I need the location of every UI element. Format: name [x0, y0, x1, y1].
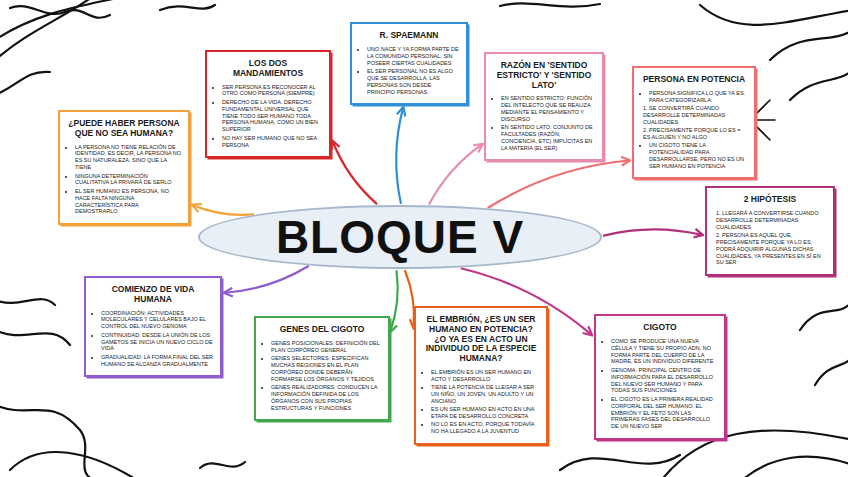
bullet-item: 2. PRECISAMENTE PORQUE LO ES = ES ALGUIE…	[643, 127, 748, 141]
bullet-list: SER PERSONA ES RECONOCER AL OTRO COMO PE…	[213, 84, 323, 149]
bullet-list: GENES POSICIONALES: DEFINICIÓN DEL PLAN …	[262, 340, 382, 412]
box-heading: RAZÓN EN 'SENTIDO ESTRICTO' Y 'SENTIDO L…	[492, 61, 596, 90]
topic-box: ¿PUEDE HABER PERSONA QUE NO SEA HUMANA? L…	[58, 110, 190, 225]
box-heading: COMIENZO DE VIDA HUMANA	[92, 285, 214, 305]
bullet-item: NO LO ES EN ACTO, PORQUE TODAVÍA NO HA L…	[431, 421, 540, 435]
bullet-list: EL EMBRIÓN ES UN SER HUMANO EN ACTO Y DE…	[422, 369, 540, 435]
bullet-list: COMO SE PRODUCE UNA NUEVA CÉLULA Y TIENE…	[602, 338, 718, 430]
connector-arrow	[429, 144, 482, 203]
bullet-item: PERSONA SIGNIFICA LO QUE YA ES. PARA CAT…	[649, 90, 748, 104]
central-ellipse: BLOQUE V	[198, 205, 602, 269]
box-heading: R. SPAEMANN	[358, 31, 460, 41]
bullet-item: EN SENTIDO ESTRICTO: FUNCIÓN DEL INTELEC…	[501, 95, 596, 123]
bullet-item: DERECHO DE LA VIDA: DERECHO FUNDAMENTAL …	[222, 99, 323, 133]
bullet-item: 2. PERSONA ES AQUEL QUE, PRECISAMENTE PO…	[716, 232, 827, 266]
bullet-item: TIENE LA POTENCIA DE LLEGAR A SER UN NIÑ…	[431, 384, 540, 405]
bullet-list: PERSONA SIGNIFICA LO QUE YA ES. PARA CAT…	[640, 90, 748, 170]
bullet-item: ES UN SER HUMANO EN ACTO EN UNA ETAPA DE…	[431, 406, 540, 420]
bullet-list: EN SENTIDO ESTRICTO: FUNCIÓN DEL INTELEC…	[492, 95, 596, 152]
connector-arrow	[396, 108, 403, 203]
connector-arrow	[390, 271, 397, 331]
connector-arrow	[225, 266, 308, 293]
box-heading: LOS DOS MANDAMIENTOS	[213, 59, 323, 79]
bullet-item: EL CIGOTO ES LA PRIMERA REALIDAD CORPORA…	[611, 396, 718, 430]
box-heading: PERSONA EN POTENCIA	[640, 75, 748, 85]
bullet-item: COORDINACIÓN: ACTIVIDADES MOLECULARES Y …	[101, 310, 214, 331]
topic-box: 2 HIPÓTESIS 1. LLEGARÁ A CONVERTIRSE CUAN…	[705, 186, 835, 276]
box-heading: 2 HIPÓTESIS	[713, 195, 827, 205]
box-heading: ¿PUEDE HABER PERSONA QUE NO SEA HUMANA?	[66, 119, 182, 139]
connector-arrow	[488, 160, 629, 207]
bullet-item: EL EMBRIÓN ES UN SER HUMANO EN ACTO Y DE…	[431, 369, 540, 383]
topic-box: PERSONA EN POTENCIA PERSONA SIGNIFICA LO …	[632, 66, 756, 179]
bullet-item: 1. SE CONVERTIRÁ CUANDO DESARROLLE DETER…	[643, 105, 748, 126]
bullet-item: GENES SELECTORES: ESPECIFICAN MUCHAS REG…	[271, 355, 382, 383]
bullet-item: EL SER HUMANO ES PERSONA, NO HACE FALTA …	[75, 188, 182, 216]
bullet-item: NINGUNA DETERMINACIÓN CUALITATIVA LA PRI…	[75, 173, 182, 187]
bullet-item: LA PERSONA NO TIENE RELACIÓN DE IDENTIDA…	[75, 144, 182, 172]
box-heading: EL EMBRIÓN, ¿ES UN SER HUMANO EN POTENCI…	[422, 315, 540, 364]
bullet-item: GENOMA: PRINCIPAL CENTRO DE INFORMACIÓN …	[611, 367, 718, 395]
bullet-item: UNO NACE Y YA FORMA PARTE DE LA COMUNIDA…	[367, 46, 460, 67]
bullet-item: GENES REALIZADORES: CONDUCEN LA INFORMAC…	[271, 384, 382, 412]
bullet-list: UNO NACE Y YA FORMA PARTE DE LA COMUNIDA…	[358, 46, 460, 96]
box-heading: CIGOTO	[602, 323, 718, 333]
bullet-item: EN SENTIDO LATO: CONJUNTO DE FACULTADES …	[501, 124, 596, 152]
bullet-list: LA PERSONA NO TIENE RELACIÓN DE IDENTIDA…	[66, 144, 182, 216]
bullet-list: 1. LLEGARÁ A CONVERTIRSE CUANDO DESARROL…	[713, 210, 827, 267]
bullet-list: COORDINACIÓN: ACTIVIDADES MOLECULARES Y …	[92, 310, 214, 368]
topic-box: EL EMBRIÓN, ¿ES UN SER HUMANO EN POTENCI…	[414, 306, 548, 445]
connector-arrow	[604, 229, 702, 235]
central-title: BLOQUE V	[276, 210, 524, 264]
topic-box: RAZÓN EN 'SENTIDO ESTRICTO' Y 'SENTIDO L…	[484, 52, 604, 161]
topic-box: COMIENZO DE VIDA HUMANA COORDINACIÓN: ACT…	[84, 276, 222, 377]
bullet-item: COMO SE PRODUCE UNA NUEVA CÉLULA Y TIENE…	[611, 338, 718, 366]
bullet-item: SER PERSONA ES RECONOCER AL OTRO COMO PE…	[222, 84, 323, 98]
bullet-item: UN CIGOTO TIENE LA POTENCIALIDAD PARA DE…	[649, 142, 748, 170]
connector-arrow	[405, 271, 414, 327]
connector-arrow	[333, 141, 377, 203]
bullet-item: NO HAY SER HUMANO QUE NO SEA PERSONA	[222, 135, 323, 149]
bullet-item: CONTINUIDAD: DESDE LA UNIÓN DE LOS GAMET…	[101, 332, 214, 353]
topic-box: CIGOTO COMO SE PRODUCE UNA NUEVA CÉLULA Y…	[594, 314, 726, 440]
connector-arrow	[193, 205, 253, 215]
topic-box: GENES DEL CIGOTO GENES POSICIONALES: DEFI…	[254, 316, 390, 421]
bullet-item: EL SER PERSONAL NO ES ALGO QUE SE DESARR…	[367, 68, 460, 96]
box-heading: GENES DEL CIGOTO	[262, 325, 382, 335]
topic-box: LOS DOS MANDAMIENTOS SER PERSONA ES RECON…	[205, 50, 331, 158]
bullet-item: 1. LLEGARÁ A CONVERTIRSE CUANDO DESARROL…	[716, 210, 827, 231]
topic-box: R. SPAEMANN UNO NACE Y YA FORMA PARTE DE …	[350, 22, 468, 105]
bullet-item: GRADUALIDAD: LA FORMA FINAL DEL SER HUMA…	[101, 354, 214, 368]
bullet-item: GENES POSICIONALES: DEFINICIÓN DEL PLAN …	[271, 340, 382, 354]
